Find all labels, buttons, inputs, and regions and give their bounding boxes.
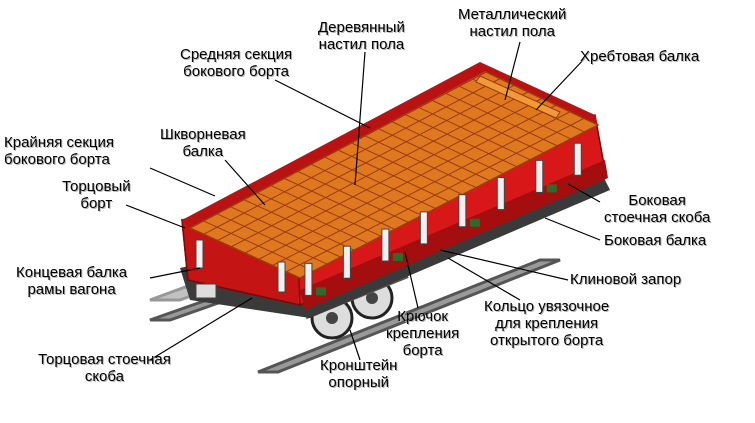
rear-side-wall (182, 62, 488, 228)
label-center-sill: Хребтовая балка (580, 48, 700, 65)
stake-bracket (469, 218, 480, 227)
label-bolster: Шкворневая балка (160, 126, 246, 160)
label-side-stake: Боковая стоечная скоба (604, 192, 711, 226)
side-stake (573, 142, 582, 176)
label-outer-side: Крайняя секция бокового борта (4, 134, 114, 168)
leader-metal-floor (504, 41, 521, 101)
label-hook: Крючок крепления борта (386, 308, 460, 359)
leader-lines (125, 41, 601, 361)
label-metal-floor: Металлический настил пола (458, 6, 567, 40)
side-stake (381, 228, 390, 262)
side-beam-strip (300, 160, 608, 310)
deck-board-line (286, 117, 585, 273)
side-stake (458, 194, 467, 228)
leader-side-beam (544, 217, 601, 241)
side-stake (535, 159, 544, 193)
deck-board-line (258, 104, 557, 260)
label-wedge-lock: Клиновой запор (570, 271, 682, 288)
leader-end-stake (149, 297, 253, 361)
label-support-bracket: Кронштейн опорный (320, 357, 398, 391)
side-stake (342, 245, 351, 279)
leader-middle-side (274, 79, 371, 129)
leader-center-sill (535, 57, 586, 111)
end-beam-bracket (195, 283, 217, 299)
stake-bracket (392, 253, 403, 262)
leader-end-board (125, 204, 186, 229)
stake-bracket (315, 287, 326, 296)
side-stake (304, 262, 313, 296)
deck-board-line (244, 98, 543, 254)
stake-brackets (315, 184, 557, 296)
deck-board-line (203, 78, 501, 235)
stake-bracket (546, 184, 557, 193)
end-stake (195, 239, 204, 269)
leader-wooden-floor (354, 51, 366, 186)
wheel (326, 312, 338, 324)
leader-ring (447, 257, 521, 301)
deck-board-line (272, 111, 571, 266)
label-ring: Кольцо увязочное для крепления открытого… (484, 298, 610, 349)
side-stake (496, 177, 505, 211)
leader-wedge-lock (439, 249, 569, 281)
leader-side-stake (567, 183, 601, 203)
wheel (366, 292, 378, 304)
rear-end-wall (480, 62, 598, 125)
rail-rear (257, 258, 561, 374)
leader-support-bracket (349, 329, 361, 361)
leader-end-beam (149, 267, 201, 279)
label-side-beam: Боковая балка (604, 232, 707, 249)
leader-bolster (224, 159, 266, 206)
side-stakes (304, 142, 582, 296)
deck-board-line (217, 84, 515, 241)
label-end-stake: Торцовая стоечная скоба (38, 351, 171, 385)
label-end-board: Торцовый борт (62, 178, 131, 212)
leader-outer-side (149, 167, 216, 197)
end-stake (277, 261, 286, 293)
label-wooden-floor: Деревянный настил пола (318, 19, 405, 53)
deck-board-line (231, 91, 529, 248)
leader-hook (404, 251, 419, 309)
label-end-beam: Концевая балка рамы вагона (16, 264, 128, 298)
side-stake (419, 211, 428, 245)
label-middle-side: Средняя секция бокового борта (180, 46, 293, 80)
